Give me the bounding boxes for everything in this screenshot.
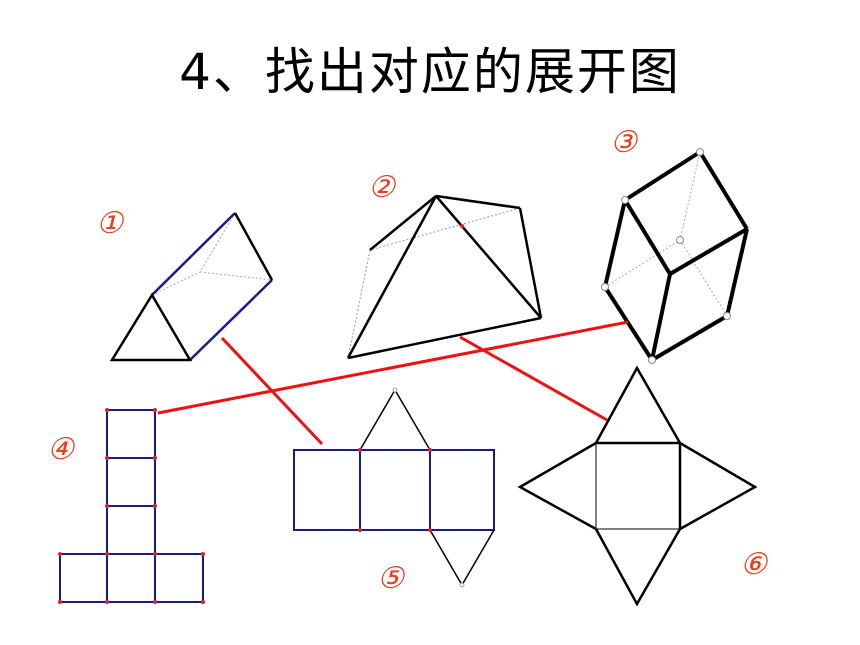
square-pyramid xyxy=(346,194,543,360)
net-5-prism xyxy=(293,387,495,588)
label-6: ⑥ xyxy=(740,547,769,582)
label-2: ② xyxy=(368,170,397,205)
net-6-pyramid xyxy=(517,365,758,607)
label-5: ⑤ xyxy=(377,561,406,596)
label-3: ③ xyxy=(610,125,639,160)
label-1: ① xyxy=(96,206,125,241)
triangular-prism xyxy=(109,212,274,362)
quadrilateral-prism xyxy=(601,148,749,364)
page-title: 4、找出对应的展开图 xyxy=(179,43,681,101)
connector-3-to-4 xyxy=(157,320,629,415)
connector-lines xyxy=(157,320,629,446)
label-4: ④ xyxy=(47,432,76,467)
net-4-t-shape xyxy=(58,408,205,604)
